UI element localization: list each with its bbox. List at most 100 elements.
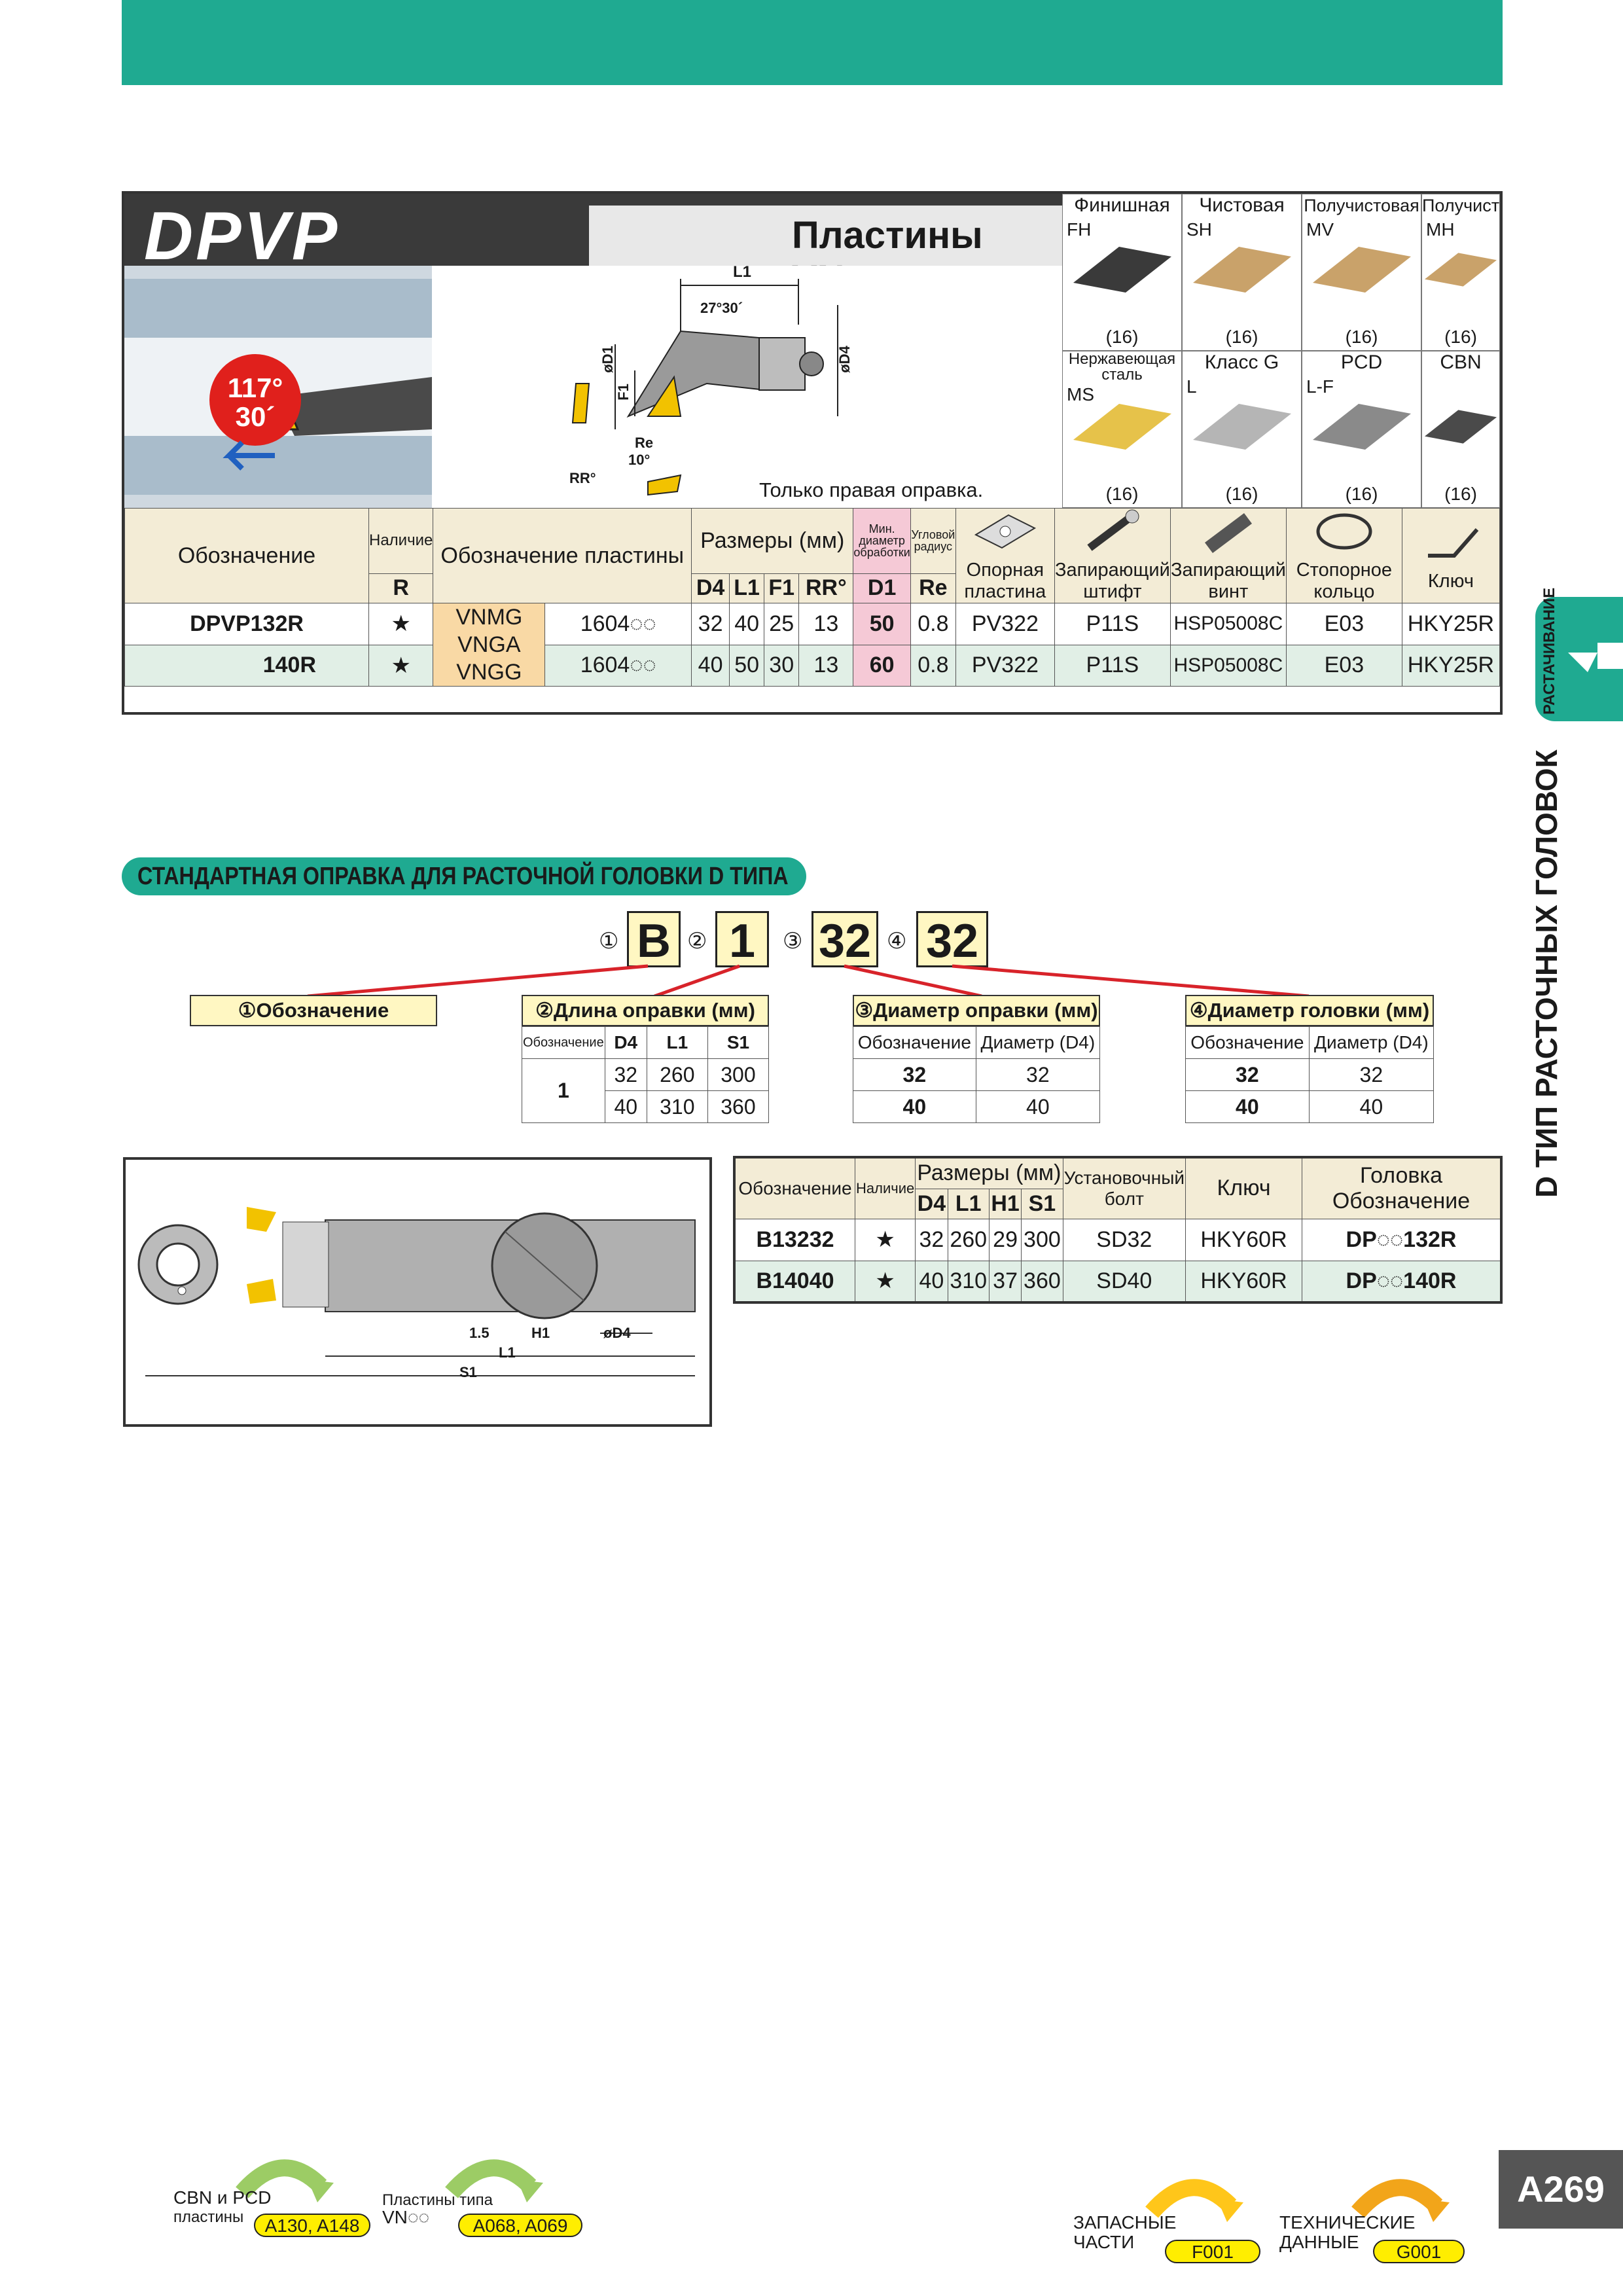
cell-re: 0.8 (910, 603, 956, 645)
key-icon (1427, 528, 1479, 558)
insert-name: VNMG (455, 605, 523, 630)
label-s1: S1 (459, 1364, 477, 1380)
grade-card[interactable]: CBN (16) (1421, 351, 1500, 508)
section-title-pill: СТАНДАРТНАЯ ОПРАВКА ДЛЯ РАСТОЧНОЙ ГОЛОВК… (122, 857, 806, 895)
len-cell: 310 (646, 1090, 708, 1123)
grade-card[interactable]: Чистовая SH (16) (1182, 194, 1302, 351)
pin-label: Запирающий штифт (1054, 560, 1170, 602)
grade-code: SH (1186, 219, 1212, 240)
footer-vn-label2: VN◌◌ (382, 2207, 430, 2227)
cell-l1: 260 (947, 1218, 990, 1261)
th-corner-radius: Угловой радиус (910, 508, 956, 574)
table-row[interactable]: 140R ★ 1604◌◌ 40 50 30 13 60 0.8 PV322 P… (124, 644, 1501, 687)
grade-code: MS (1067, 384, 1094, 404)
cell-code: B14040 (734, 1260, 855, 1303)
insert-photo-gold (1425, 253, 1497, 287)
head-cell: 40 (1308, 1090, 1435, 1123)
key-label: Ключ (1427, 570, 1474, 592)
code-box-1: B (627, 911, 681, 967)
ring-label: Стопорное кольцо (1296, 560, 1392, 602)
grade-code: FH (1067, 219, 1092, 240)
label-angle: 27°30´ (700, 300, 743, 316)
drawing-graphic (571, 279, 838, 496)
cell-bolt: SD40 (1062, 1260, 1186, 1303)
grade-count: (16) (1444, 327, 1477, 347)
code-index-3: ③ (783, 929, 803, 954)
grade-card[interactable]: Класс G L (16) (1182, 351, 1302, 508)
insert-name: VNGG (456, 660, 522, 685)
footer-tech-ref[interactable]: G001 (1373, 2240, 1465, 2263)
code-index-2: ② (687, 929, 707, 954)
cell-rr: 13 (798, 644, 854, 687)
th-r: R (368, 573, 434, 604)
label-l1: L1 (733, 263, 752, 281)
cell-bolt: SD32 (1062, 1218, 1186, 1261)
cell-l1: 50 (729, 644, 765, 687)
side-vertical-title: D ТИП РАСТОЧНЫХ ГОЛОВОК (1529, 749, 1563, 1198)
label-l1: L1 (499, 1344, 516, 1361)
table-row[interactable]: DPVP132R ★ VNMG VNGA VNGG 1604◌◌ 32 40 2… (124, 603, 1501, 687)
arrow-icon (445, 2159, 543, 2202)
cell-ring: E03 (1285, 603, 1402, 645)
grade-code: MV (1306, 219, 1334, 240)
footer-parts-ref[interactable]: F001 (1165, 2240, 1260, 2263)
cell-code: DPVP132R (124, 603, 369, 645)
holder-drawing (137, 1207, 696, 1376)
cell-ring: E03 (1285, 644, 1402, 687)
cell-d1: 60 (853, 644, 911, 687)
dpvp-product-block: DPVP Пластины VN◌◌ 117° 30´ (122, 191, 1503, 715)
th-f1: F1 (764, 573, 800, 604)
grade-card[interactable]: PCD L-F (16) (1302, 351, 1421, 508)
label-d4: øD4 (603, 1325, 631, 1341)
grade-count: (16) (1444, 484, 1477, 504)
cell-star: ★ (854, 1218, 916, 1261)
cell-d1: 50 (853, 603, 911, 645)
cell-s1: 360 (1021, 1260, 1063, 1303)
cell-code: 140R (124, 644, 369, 687)
label-rr: RR° (569, 470, 596, 486)
cell-pin: P11S (1054, 644, 1171, 687)
side-tab[interactable] (1535, 597, 1623, 721)
th-availability: Наличие (368, 508, 434, 574)
th-rr: RR° (798, 573, 854, 604)
cell-d4: 40 (691, 644, 730, 687)
cell-head: DP◌◌140R (1302, 1260, 1502, 1303)
insert-photo-gold (1313, 247, 1411, 293)
label-d4: øD4 (836, 346, 853, 373)
grade-card[interactable]: Получистовая MH (16) (1421, 194, 1500, 351)
insert-photo-yellow (1073, 404, 1171, 450)
pin-icon (1087, 509, 1139, 551)
footer-cbn-ref[interactable]: A130, A148 (254, 2214, 370, 2237)
grade-count: (16) (1345, 484, 1378, 504)
grade-name: Класс G (1204, 351, 1279, 373)
footer-tech-label1: ТЕХНИЧЕСКИЕ (1279, 2212, 1416, 2233)
cell-h1: 37 (988, 1260, 1022, 1303)
cell-insert-size: 1604◌◌ (544, 644, 692, 687)
dia-h0: Обозначение (853, 1026, 976, 1059)
insert-photo-silver (1193, 404, 1291, 450)
len-h2: L1 (646, 1026, 708, 1059)
grade-count: (16) (1225, 327, 1258, 347)
holder-spec-table: Обозначение Наличие Размеры (мм) Установ… (733, 1156, 1503, 1304)
len-cell: 32 (604, 1058, 647, 1091)
grade-card[interactable]: Финишная FH (16) (1062, 194, 1182, 351)
th-designation: Обозначение (734, 1157, 855, 1219)
cell-d4: 40 (915, 1260, 948, 1303)
th-d4: D4 (691, 573, 730, 604)
cell-key: HKY60R (1185, 1260, 1302, 1303)
th-h1: H1 (988, 1188, 1022, 1219)
grade-card[interactable]: Нержавеющая сталь MS (16) (1062, 351, 1182, 508)
legend-length: ②Длина оправки (мм) (522, 995, 769, 1026)
label-re: Re (635, 435, 654, 451)
table-row[interactable]: B13232 ★ 32 260 29 300 SD32 HKY60R DP◌◌1… (734, 1218, 1502, 1261)
grade-card[interactable]: Получистовая MV (16) (1302, 194, 1421, 351)
footer-vn-ref[interactable]: A068, A069 (458, 2214, 582, 2237)
label-d1: øD1 (599, 346, 616, 373)
table-row[interactable]: B14040 ★ 40 310 37 360 SD40 HKY60R DP◌◌1… (734, 1260, 1502, 1303)
cell-seat: PV322 (955, 603, 1055, 645)
cell-star: ★ (368, 644, 434, 687)
